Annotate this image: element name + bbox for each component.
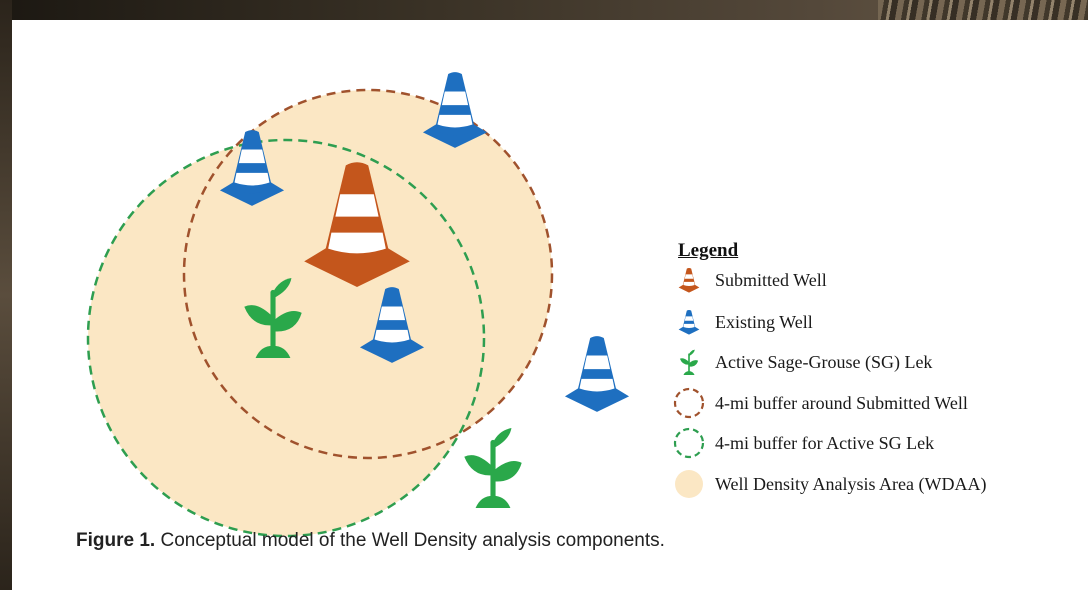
caption-text: Conceptual model of the Well Density ana…	[155, 530, 665, 551]
legend-item-lek-buffer: 4-mi buffer for Active SG Lek	[665, 425, 1085, 461]
legend-label: Well Density Analysis Area (WDAA)	[715, 473, 987, 494]
legend-label: 4-mi buffer around Submitted Well	[715, 392, 968, 413]
blue-cone-icon	[665, 304, 713, 340]
orange-dashed-circle-icon	[665, 385, 713, 421]
existing-well-icon	[564, 336, 630, 412]
legend-label: 4-mi buffer for Active SG Lek	[715, 432, 935, 453]
legend-title: Legend	[678, 240, 739, 261]
legend-item-active-lek: Active Sage-Grouse (SG) Lek	[665, 344, 1085, 380]
background-texture	[878, 0, 1088, 20]
diagram-svg	[86, 72, 630, 538]
orange-cone-icon	[665, 262, 713, 298]
green-sprout-icon	[665, 344, 713, 380]
background-frame-top	[0, 0, 1088, 20]
lek-icon	[464, 428, 521, 508]
background-frame-left	[0, 0, 12, 590]
caption-label: Figure 1.	[76, 530, 156, 551]
legend-item-submitted-well: Submitted Well	[665, 262, 1085, 298]
legend-label: Existing Well	[715, 311, 813, 332]
legend-label: Submitted Well	[715, 269, 827, 290]
green-dashed-circle-icon	[665, 425, 713, 461]
lek-buffer	[86, 138, 486, 538]
figure-caption: Figure 1. Conceptual model of the Well D…	[76, 530, 665, 552]
legend-label: Active Sage-Grouse (SG) Lek	[715, 351, 933, 372]
legend-item-existing-well: Existing Well	[665, 304, 1085, 340]
legend-item-submitted-buffer: 4-mi buffer around Submitted Well	[665, 385, 1085, 421]
figure-canvas: Legend Submitted Well Existing Well Acti…	[12, 20, 1088, 590]
submitted-well-buffer	[182, 88, 554, 460]
beige-area-icon	[665, 466, 713, 502]
legend-item-wdaa: Well Density Analysis Area (WDAA)	[665, 466, 1085, 502]
